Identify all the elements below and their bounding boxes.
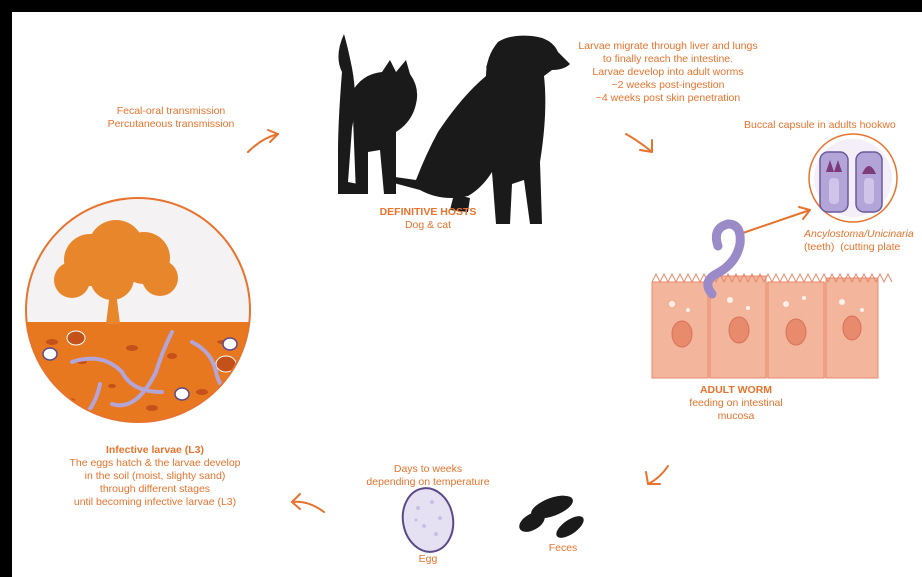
egg-icon [398,484,458,556]
intestinal-mucosa-icon [652,274,892,378]
migration-line-4: ~2 weeks post-ingestion [552,79,784,92]
transmission-line-1: Fecal-oral transmission [96,105,246,118]
adult-line-2: mucosa [676,410,796,423]
transmission-line-2: Percutaneous transmission [96,118,246,131]
migration-line-3: Larvae develop into adult worms [552,66,784,79]
adult-line-1: feeding on intestinal [676,397,796,410]
adult-title: ADULT WORM [676,384,796,397]
migration-line-1: Larvae migrate through liver and lungs [552,40,784,53]
larvae-title: Infective larvae (L3) [40,444,270,457]
adult-worm-label: ADULT WORM feeding on intestinal mucosa [676,384,796,423]
arrow-to-buccal-icon [740,207,810,234]
larvae-line-3: through different stages [40,483,270,496]
larvae-line-1: The eggs hatch & the larvae develop [40,457,270,470]
buccal-title: Buccal capsule in adults hookwo [744,119,896,132]
hosts-label: DEFINITIVE HOSTS Dog & cat [368,206,488,232]
larvae-line-4: until becoming infective larvae (L3) [40,496,270,509]
migration-text: Larvae migrate through liver and lungs t… [552,40,784,105]
development-line-1: Days to weeks [348,463,508,476]
transmission-text: Fecal-oral transmission Percutaneous tra… [96,105,246,131]
egg-label: Egg [408,553,448,566]
migration-line-2: to finally reach the intestine. [552,53,784,66]
buccal-teeth: (teeth) [804,241,834,253]
arrow-to-larvae-icon [292,494,324,512]
arrow-to-hosts-icon [248,130,278,152]
buccal-caption: Ancylostoma/Unicinaria (teeth) (cutting … [804,228,922,254]
lifecycle-diagram: Fecal-oral transmission Percutaneous tra… [12,12,922,577]
buccal-genus: Ancylostoma/Unicinaria [804,228,922,241]
buccal-plates: (cutting plate [840,241,900,253]
larvae-line-2: in the soil (moist, slighty sand) [40,470,270,483]
hosts-subtitle: Dog & cat [368,219,488,232]
arrow-to-intestine-icon [626,134,652,152]
buccal-types: (teeth) (cutting plate [804,241,922,254]
buccal-capsule-icon [809,134,897,222]
feces-label: Feces [538,542,588,555]
larvae-text: Infective larvae (L3) The eggs hatch & t… [40,444,270,509]
hosts-title: DEFINITIVE HOSTS [368,206,488,219]
feces-icon [516,491,587,542]
soil-scene-icon [22,198,262,432]
arrow-to-feces-icon [646,466,668,484]
development-line-2: depending on temperature [348,476,508,489]
migration-line-5: ~4 weeks post skin penetration [552,92,784,105]
cat-silhouette-icon [338,34,417,194]
development-text: Days to weeks depending on temperature [348,463,508,489]
dog-silhouette-icon [386,36,570,224]
